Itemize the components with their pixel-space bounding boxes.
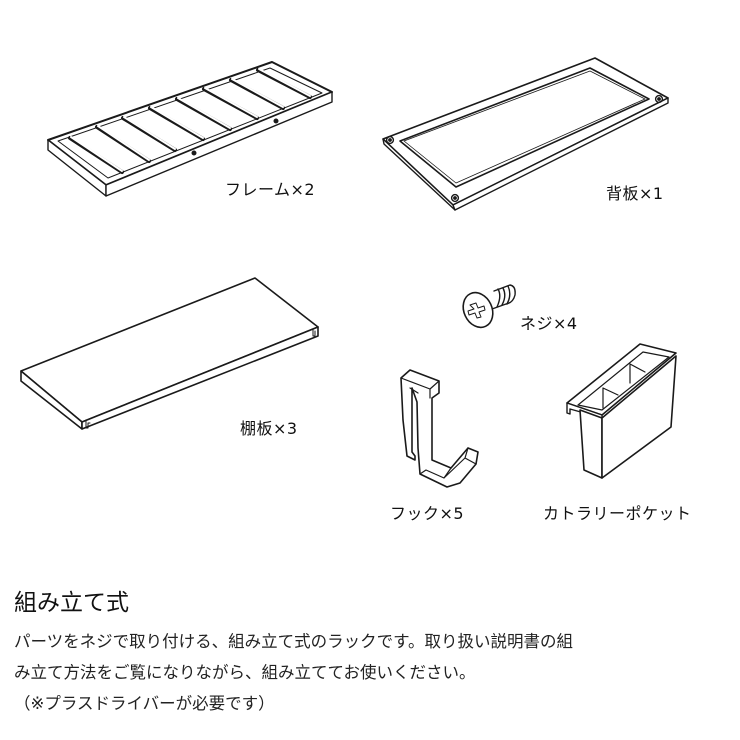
- frame-drawing: [47, 61, 333, 197]
- shelf-board-drawing: [20, 277, 319, 430]
- description-line-1: パーツをネジで取り付ける、組み立て式のラックです。取り扱い説明書の組: [14, 632, 574, 651]
- hook-drawing: [400, 369, 479, 488]
- back-board-drawing: [382, 57, 669, 211]
- parts-illustration: [20, 57, 677, 488]
- part-label-shelf-board: 棚板×3: [240, 419, 298, 438]
- part-label-frame: フレーム×2: [225, 180, 316, 199]
- description-text: パーツをネジで取り付ける、組み立て式のラックです。取り扱い説明書の組 み立て方法…: [14, 626, 734, 719]
- description-line-2: み立て方法をご覧になりながら、組み立ててお使いください。: [14, 663, 476, 682]
- part-label-back-board: 背板×1: [606, 184, 664, 203]
- part-label-hook: フック×5: [390, 504, 465, 523]
- cutlery-pocket-drawing: [566, 343, 677, 479]
- part-label-cutlery-pocket: カトラリーポケット: [543, 504, 692, 523]
- screw-drawing: [462, 284, 516, 329]
- description-line-3: （※プラスドライバーが必要です）: [14, 694, 275, 713]
- part-label-screw: ネジ×4: [520, 314, 578, 333]
- section-heading: 組み立て式: [14, 590, 129, 616]
